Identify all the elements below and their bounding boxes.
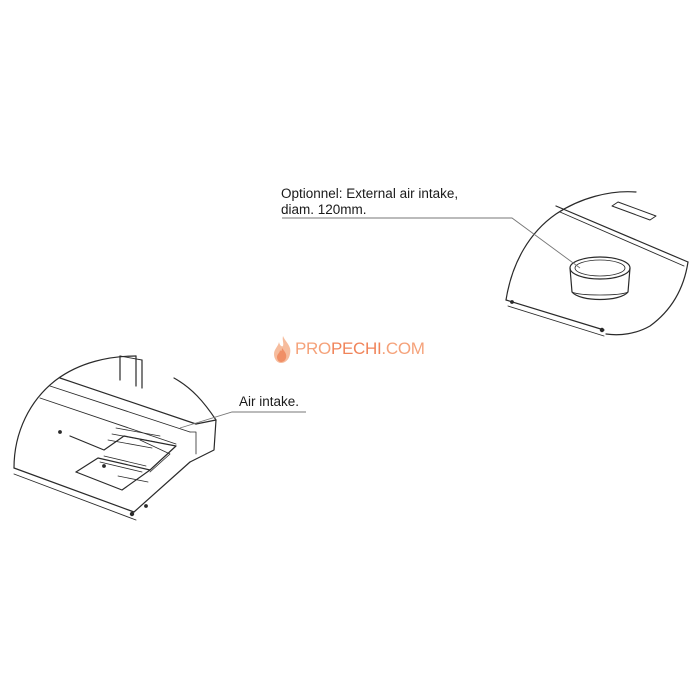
intake-grille <box>107 427 171 483</box>
screw-dot <box>129 511 135 517</box>
air-intake-label: Air intake. <box>239 394 300 409</box>
screw-dot <box>510 300 514 304</box>
front-body-top <box>13 467 135 513</box>
top-surface-edge-2 <box>49 385 191 433</box>
top-surface-edge-3 <box>39 397 177 445</box>
intake-collar-base <box>571 291 629 296</box>
front-body-right <box>133 461 191 513</box>
intake-collar-inner <box>574 259 626 277</box>
external-intake-label: Optionnel: External air intake, diam. 12… <box>281 186 458 218</box>
rear-strip <box>611 201 657 221</box>
flame-icon <box>274 336 291 363</box>
detail-boundary-arc-left <box>13 355 137 469</box>
watermark-com: .COM <box>381 339 425 358</box>
rear-post-top <box>119 355 143 361</box>
rear-post <box>119 355 143 389</box>
front-body-bottom <box>13 473 137 521</box>
intake-flap-front <box>75 469 151 491</box>
plate-front-lip-lower <box>507 305 605 337</box>
watermark-pro: PRO <box>295 339 331 358</box>
external-intake-detail <box>505 191 689 337</box>
top-plate-edge <box>555 205 689 263</box>
screw-dot <box>102 464 106 468</box>
watermark: PROPECHI.COM <box>272 334 425 364</box>
air-intake-leader <box>179 411 306 429</box>
watermark-pechi: PECHI <box>330 339 382 358</box>
screw-dot <box>144 504 148 508</box>
screw-dot <box>599 327 605 333</box>
screw-dot <box>58 430 62 434</box>
top-plate-edge-inner <box>559 211 685 267</box>
external-intake-label-line1: Optionnel: External air intake, <box>281 186 459 201</box>
external-intake-label-line2: diam. 120mm. <box>281 202 367 217</box>
top-surface-edge <box>59 377 197 425</box>
external-intake-leader <box>282 217 581 269</box>
right-wall <box>189 419 217 463</box>
watermark-text: PROPECHI.COM <box>295 339 425 359</box>
air-intake-detail <box>13 355 217 521</box>
intake-opening <box>99 455 147 473</box>
right-wall-inner <box>189 431 197 455</box>
intake-flap <box>69 435 177 473</box>
detail-boundary-arc <box>505 191 637 301</box>
plate-front-lip <box>505 299 605 331</box>
detail-boundary-arc-right <box>173 377 217 421</box>
top-plate-right-edge <box>605 261 689 336</box>
